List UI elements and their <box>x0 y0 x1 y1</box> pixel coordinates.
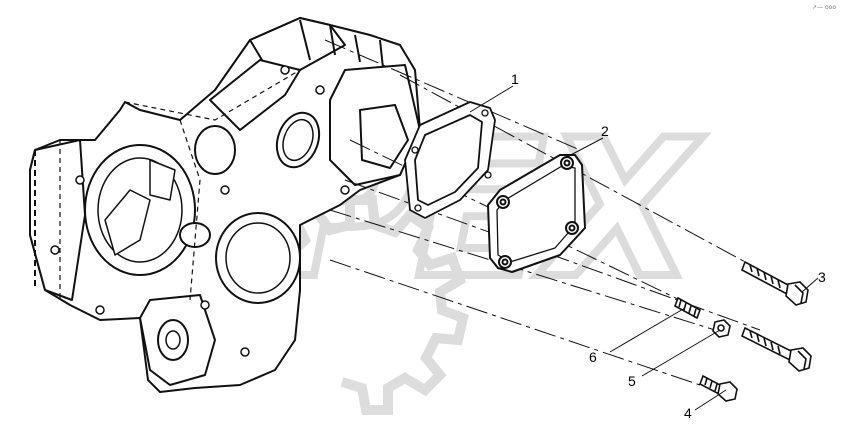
callout-4: 4 <box>684 405 692 421</box>
gasket <box>404 101 496 219</box>
corner-tag: ↗— ooo <box>812 4 836 11</box>
nut <box>712 319 731 338</box>
callout-1: 1 <box>511 71 519 87</box>
long-bolt-lower <box>740 326 812 372</box>
stud <box>674 296 701 320</box>
long-bolt-upper <box>741 260 809 306</box>
gear-housing <box>29 17 421 393</box>
cover-plate <box>487 154 586 273</box>
leader-lines <box>469 85 819 411</box>
short-bolt <box>699 374 738 402</box>
callout-5: 5 <box>628 373 636 389</box>
callout-2: 2 <box>601 123 609 139</box>
callout-6: 6 <box>589 349 597 365</box>
callout-3: 3 <box>818 269 826 285</box>
